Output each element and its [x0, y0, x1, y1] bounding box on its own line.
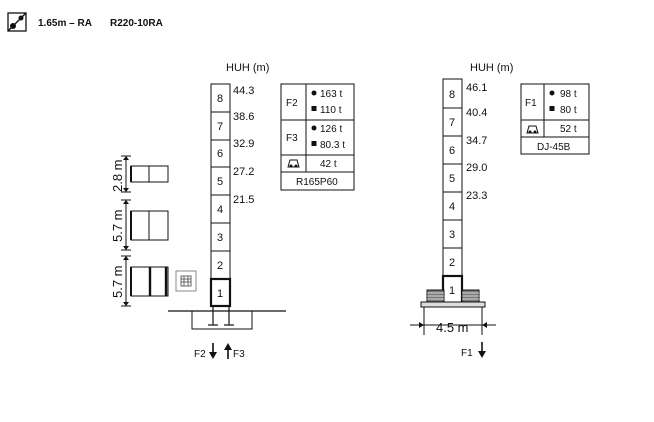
- left-table-caption: R165P60: [296, 177, 338, 188]
- dot-icon: [311, 90, 317, 96]
- left-height-44-3: 44.3: [233, 85, 254, 97]
- grid-view-icon[interactable]: [175, 270, 197, 292]
- dot-icon: [311, 125, 317, 131]
- right-height-29-0: 29.0: [466, 162, 487, 174]
- right-height-34-7: 34.7: [466, 135, 487, 147]
- left-table-f3: F3: [286, 133, 298, 144]
- f3-up-arrow-icon: [224, 343, 232, 359]
- right-height-labels: 46.1 40.4 34.7 29.0 23.3: [466, 82, 487, 202]
- outrigger-foot-icon: [526, 125, 539, 134]
- right-table-f1-square: 80 t: [560, 105, 577, 116]
- left-section-5: 5: [217, 176, 223, 188]
- right-mast: [441, 78, 464, 305]
- left-axis-label: HUH (m): [226, 62, 269, 74]
- left-section-7: 7: [217, 121, 223, 133]
- left-load-table: F2 163 t 110 t F3 126 t 80.3 t 42 t R165…: [280, 83, 355, 191]
- right-height-23-3: 23.3: [466, 190, 487, 202]
- dot-icon: [549, 90, 555, 96]
- right-section-6: 6: [449, 145, 455, 157]
- outrigger-foot-icon: [287, 159, 300, 168]
- left-table-foot: 42 t: [320, 159, 337, 170]
- left-height-38-6: 38.6: [233, 111, 254, 123]
- square-icon: [549, 106, 555, 111]
- mast-section-icon: [7, 12, 27, 32]
- right-height-46-1: 46.1: [466, 82, 487, 94]
- right-base-frame: [420, 289, 486, 313]
- right-section-1: 1: [449, 285, 455, 297]
- f1-down-arrow-icon: [478, 342, 486, 358]
- right-section-3: 3: [449, 229, 455, 241]
- right-base-dimension: [410, 313, 496, 335]
- right-force-f1-label: F1: [461, 348, 473, 359]
- right-section-4: 4: [449, 201, 455, 213]
- right-axis-label: HUH (m): [470, 62, 513, 74]
- right-table-foot: 52 t: [560, 124, 577, 135]
- right-table-f1-dot: 98 t: [560, 89, 577, 100]
- base-width-label: 4.5 m: [436, 320, 469, 335]
- left-foundation: [168, 306, 286, 330]
- right-table-caption: DJ-45B: [537, 142, 571, 153]
- left-section-1: 1: [217, 288, 223, 300]
- left-table-f2-dot: 163 t: [320, 89, 342, 100]
- left-section-6: 6: [217, 148, 223, 160]
- left-height-27-2: 27.2: [233, 166, 254, 178]
- left-section-numbers: 8 7 6 5 4 3 2 1: [217, 93, 223, 300]
- left-height-labels: 44.3 38.6 32.9 27.2 21.5: [233, 85, 254, 206]
- config-label: 1.65m – RA: [38, 18, 92, 29]
- left-table-f3-dot: 126 t: [320, 124, 342, 135]
- right-section-7: 7: [449, 117, 455, 129]
- left-section-3: 3: [217, 232, 223, 244]
- left-dimension-lines: [121, 155, 131, 307]
- left-height-21-5: 21.5: [233, 194, 254, 206]
- spacing-5-7-upper-label: 5.7 m: [110, 209, 125, 242]
- left-side-elevation: [130, 165, 169, 297]
- right-section-5: 5: [449, 173, 455, 185]
- right-table-f1: F1: [525, 98, 537, 109]
- f2-down-arrow-icon: [209, 343, 217, 359]
- right-load-table: F1 98 t 80 t 52 t DJ-45B: [520, 83, 590, 155]
- left-force-f3-label: F3: [233, 349, 245, 360]
- spacing-2-8-label: 2.8 m: [110, 159, 125, 192]
- square-icon: [311, 141, 317, 146]
- right-section-numbers: 8 7 6 5 4 3 2 1: [449, 89, 455, 297]
- model-label: R220-10RA: [110, 18, 163, 29]
- square-icon: [311, 106, 317, 111]
- left-section-4: 4: [217, 204, 223, 216]
- left-section-8: 8: [217, 93, 223, 105]
- left-height-32-9: 32.9: [233, 138, 254, 150]
- right-section-2: 2: [449, 257, 455, 269]
- left-table-f2: F2: [286, 98, 298, 109]
- left-table-f3-square: 80.3 t: [320, 140, 345, 151]
- left-table-f2-square: 110 t: [320, 105, 342, 116]
- left-mast: [209, 83, 232, 308]
- left-force-f2-label: F2: [194, 349, 206, 360]
- right-section-8: 8: [449, 89, 455, 101]
- spacing-5-7-lower-label: 5.7 m: [110, 265, 125, 298]
- left-section-2: 2: [217, 260, 223, 272]
- right-height-40-4: 40.4: [466, 107, 487, 119]
